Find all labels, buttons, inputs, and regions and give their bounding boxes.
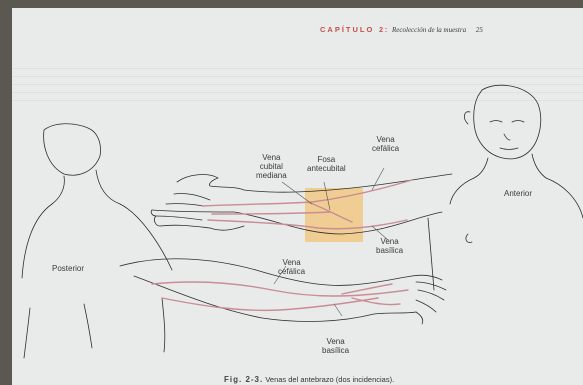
- figure-number: Fig. 2-3.: [224, 375, 263, 384]
- label-basilica-top: Vena basílica: [376, 237, 403, 255]
- anterior-figure: [428, 85, 583, 290]
- forearm-veins-illustration: [12, 8, 583, 385]
- anterior-arm: [151, 174, 452, 234]
- figure-caption-text: Venas del antebrazo (dos incidencias).: [265, 375, 394, 384]
- label-posterior: Posterior: [52, 264, 84, 273]
- book-page: CAPÍTULO 2 : Recolección de la muestra 2…: [12, 8, 583, 385]
- basilic-vein-posterior: [162, 298, 378, 310]
- posterior-figure: [22, 124, 172, 358]
- label-cubital-mediana: Vena cubital mediana: [256, 153, 287, 180]
- label-fosa-antecubital: Fosa antecubital: [307, 155, 346, 173]
- label-anterior: Anterior: [504, 189, 532, 198]
- label-basilica-bottom: Vena basílica: [322, 337, 349, 355]
- label-cefalica-top: Vena cefálica: [372, 135, 399, 153]
- label-cefalica-bottom: Vena cefálica: [278, 258, 305, 276]
- veins: [152, 180, 412, 310]
- figure-caption: Fig. 2-3. Venas del antebrazo (dos incid…: [224, 375, 394, 384]
